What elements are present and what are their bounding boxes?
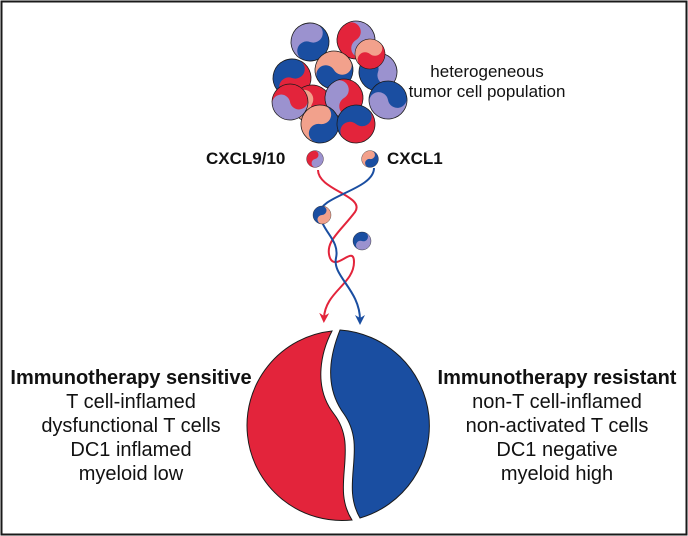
immunotherapy-sensitive-half (246, 330, 353, 522)
sensitive-feature: DC1 inflamed (70, 439, 192, 461)
chemokine-label-cxcl9-10: CXCL9/10 (206, 149, 286, 168)
immunotherapy-sensitive-panel: Immunotherapy sensitive T cell-inflamed … (8, 366, 254, 486)
immunotherapy-resistant-panel: Immunotherapy resistant non-T cell-infla… (430, 366, 684, 486)
resistant-feature: non-T cell-inflamed (472, 391, 642, 413)
secreted-cell (312, 205, 332, 225)
chemokine-cell-left (305, 149, 325, 169)
cxcl9-10-pathway-arrow (317, 169, 358, 323)
yin-yang-outcome-circle (244, 329, 436, 522)
tumor-cell-cluster (267, 13, 411, 152)
resistant-feature: non-activated T cells (465, 415, 649, 437)
sensitive-heading: Immunotherapy sensitive (10, 367, 252, 389)
immunotherapy-resistant-half (330, 329, 430, 519)
tumor-label-line-1: heterogeneous (430, 62, 544, 81)
chemokine-cell-right (360, 149, 380, 169)
chemokine-label-cxcl1: CXCL1 (387, 149, 443, 168)
sensitive-feature: myeloid low (78, 463, 184, 485)
tumor-label-line-2: tumor cell population (408, 82, 566, 102)
resistant-feature: myeloid high (500, 463, 614, 485)
secreted-cell (350, 229, 374, 253)
tumor-population-label: heterogeneous tumor cell population (392, 62, 582, 103)
resistant-heading: Immunotherapy resistant (437, 367, 677, 389)
sensitive-feature: T cell-inflamed (66, 391, 196, 413)
resistant-feature: DC1 negative (496, 439, 618, 461)
cxcl1-pathway-arrow (318, 167, 375, 325)
sensitive-feature: dysfunctional T cells (41, 415, 221, 437)
